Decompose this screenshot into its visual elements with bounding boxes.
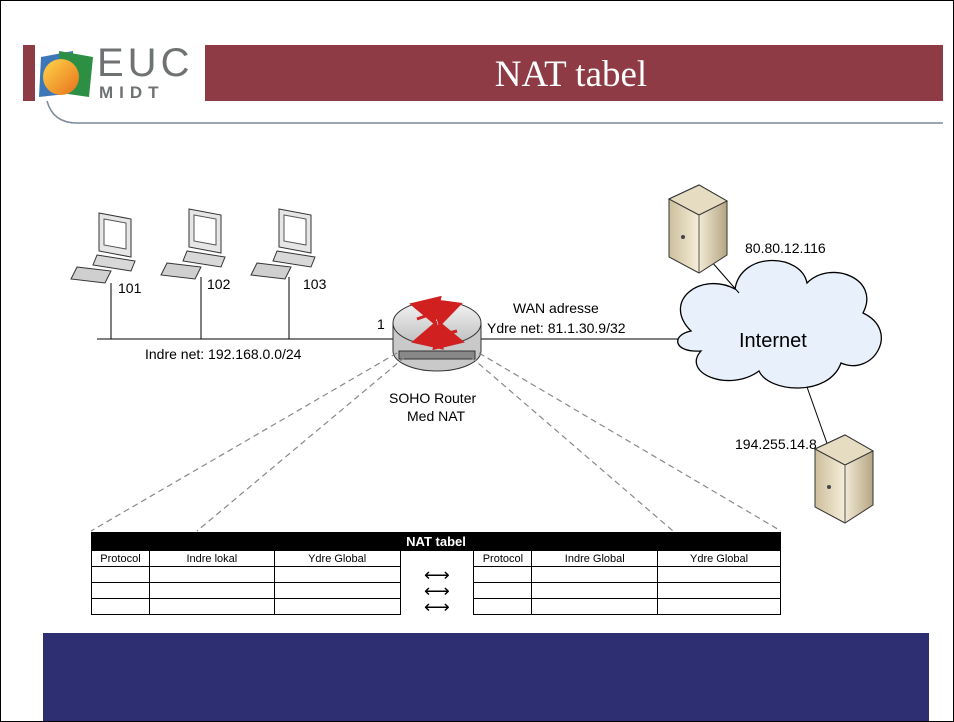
router-label: SOHO Router [389,390,476,406]
page-title: NAT tabel [494,54,648,95]
pc-icon [70,212,136,284]
table-row: ⟷ [91,598,781,616]
table-row: ⟷ [91,582,781,600]
table-header-row: Protocol Indre lokal Ydre Global Protoco… [91,550,781,567]
footer-bar [43,633,929,721]
wan-label: WAN adresse [513,300,599,316]
column-header: Ydre Global [657,550,781,567]
internet-cloud-icon [677,259,882,389]
pc-label-103: 103 [303,276,327,292]
router-port-label: 1 [377,316,385,332]
wan-net-label: Ydre net: 81.1.30.9/32 [487,320,626,336]
router-table-connectors [90,352,782,532]
server1-link [710,260,740,294]
server2-link [806,386,830,450]
lan-label: Indre net: 192.168.0.0/24 [145,346,302,362]
bidirectional-arrow-icon: ⟷ [399,566,475,584]
column-header: Indre Global [531,550,659,567]
column-header: Protocol [473,550,533,567]
logo-wordmark: EUC [97,41,194,85]
server-icon [813,434,875,524]
pc-icon [160,208,226,280]
logo-subtext: MIDT [99,83,165,102]
router-icon [392,295,482,372]
header-divider [46,100,943,124]
nat-table-title: NAT tabel [91,532,781,551]
column-header: Indre lokal [148,550,275,567]
pc-label-102: 102 [207,276,231,292]
bidirectional-arrow-icon: ⟷ [399,598,475,616]
nat-table: NAT tabel Protocol Indre lokal Ydre Glob… [91,532,781,616]
column-header: Protocol [91,550,150,567]
router-sublabel: Med NAT [407,408,466,424]
server1-ip-label: 80.80.12.116 [745,240,826,256]
column-header: Ydre Global [273,550,401,567]
internet-label: Internet [739,330,807,352]
logo-icon [39,51,93,97]
table-row: ⟷ [91,566,781,584]
pc-label-101: 101 [118,280,142,296]
server-icon [667,184,729,274]
server2-ip-label: 194.255.14.8 [735,436,817,452]
pc-icon [250,208,316,280]
